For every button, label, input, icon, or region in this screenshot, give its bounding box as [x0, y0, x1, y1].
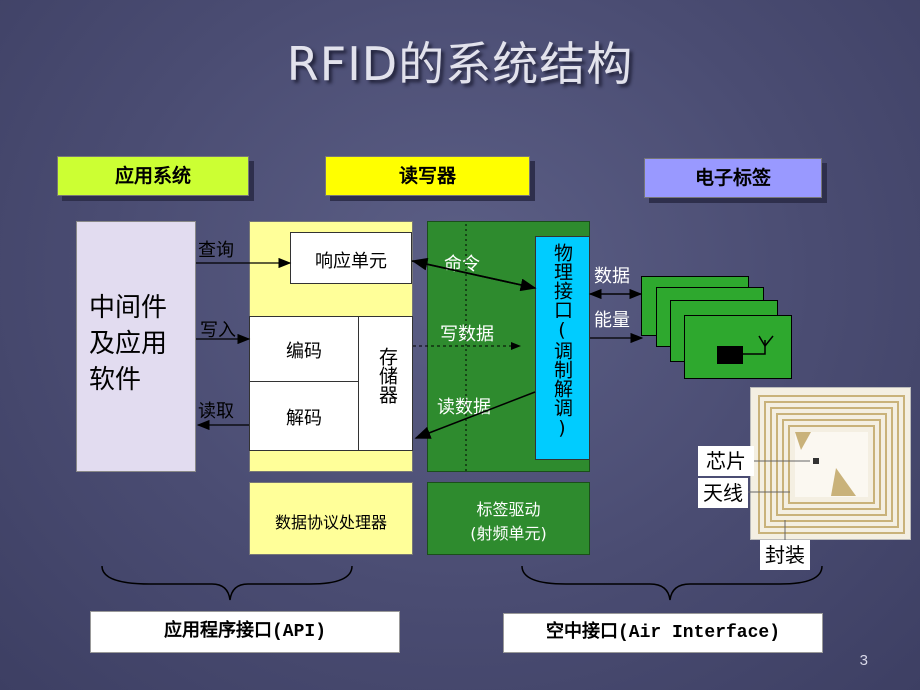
read-data-label: 读数据: [437, 397, 491, 418]
encode-label: 编码: [286, 341, 322, 362]
response-unit-box: 响应单元: [290, 232, 412, 284]
tag-driver-box: 标签驱动 (射频单元): [427, 482, 590, 555]
header-app-system: 应用系统: [57, 156, 249, 196]
rfid-tag-image: [750, 387, 911, 540]
package-callout: 封装: [760, 540, 810, 570]
write-data-label: 写数据: [440, 324, 494, 345]
tag-card-4: [684, 315, 792, 379]
tag-antenna-icon: [743, 335, 774, 355]
decode-label: 解码: [286, 408, 322, 429]
page-title: RFID的系统结构: [286, 37, 634, 91]
decode-box: 解码: [249, 381, 359, 451]
response-unit-label: 响应单元: [315, 251, 387, 272]
protocol-processor-box: 数据协议处理器: [249, 482, 413, 555]
arrow-label-query: 查询: [198, 240, 234, 261]
header-reader: 读写器: [325, 156, 530, 196]
arrow-label-read: 读取: [198, 401, 234, 422]
page-number: 3: [859, 652, 868, 669]
header-tag: 电子标签: [644, 158, 822, 198]
tag-driver-label-2: (射频单元): [470, 524, 547, 543]
air-interface-label: 空中接口(Air Interface): [503, 613, 823, 653]
physical-interface-label: 物理接口(调制解调): [551, 243, 573, 439]
memory-label: 存储器: [376, 347, 398, 404]
antenna-callout: 天线: [698, 478, 748, 508]
chip-callout: 芯片: [698, 446, 754, 476]
protocol-processor-label: 数据协议处理器: [274, 513, 387, 532]
physical-interface-box: 物理接口(调制解调): [535, 236, 590, 460]
api-interface-label: 应用程序接口(API): [90, 611, 400, 653]
middleware-box: 中间件 及应用 软件: [76, 221, 196, 472]
middleware-label: 中间件 及应用 软件: [89, 293, 168, 395]
memory-box: 存储器: [358, 316, 413, 451]
tag-chip-icon: [717, 346, 743, 364]
data-label: 数据: [594, 266, 630, 287]
energy-label: 能量: [594, 310, 630, 331]
arrow-label-write: 写入: [200, 320, 236, 341]
tag-driver-label-1: 标签驱动: [476, 500, 541, 519]
encode-box: 编码: [249, 316, 359, 382]
